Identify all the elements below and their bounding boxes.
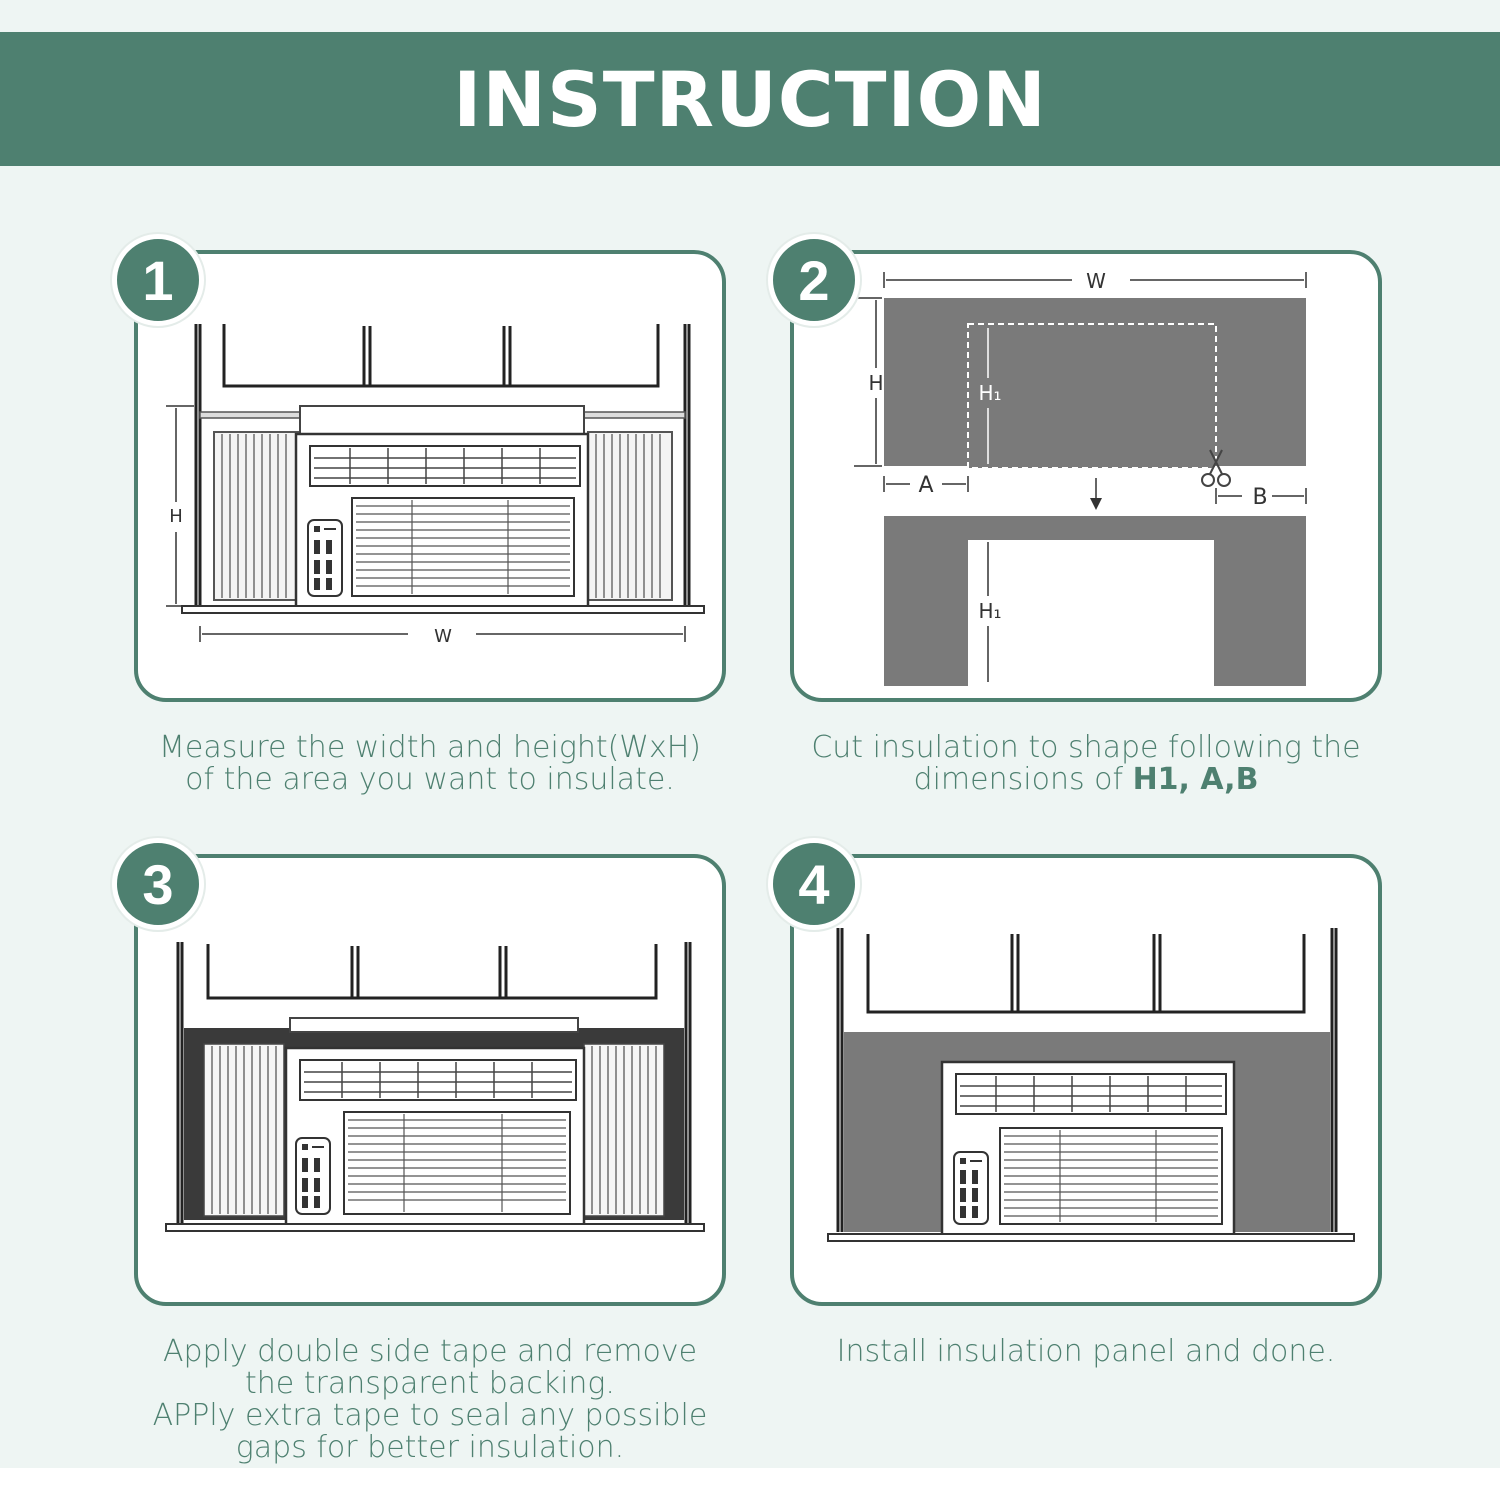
header-banner: INSTRUCTION	[0, 32, 1500, 166]
step-1-caption-line-1: Measure the width and height(WxH)	[159, 730, 701, 765]
step-1-badge: 1	[112, 234, 204, 326]
step-2-h1-label-bottom: H₁	[978, 599, 1001, 623]
step-2-h1-label-top: H₁	[978, 381, 1001, 405]
step-2-caption: Cut insulation to shape following the di…	[766, 732, 1406, 796]
step-2-caption-line-2: dimensions of	[913, 762, 1133, 797]
step-1-caption-line-2: of the area you want to insulate.	[185, 762, 675, 797]
step-4-caption: Install insulation panel and done.	[766, 1336, 1406, 1368]
step-4-caption-line-1: Install insulation panel and done.	[836, 1334, 1336, 1369]
step-4-illustration	[827, 928, 1355, 1242]
step-2-height-label: H	[868, 371, 883, 395]
step-2-width-label: W	[1086, 269, 1106, 293]
step-3-caption-line-4: gaps for better insulation.	[235, 1430, 625, 1465]
page-title: INSTRUCTION	[453, 54, 1047, 144]
step-2-caption-line-1: Cut insulation to shape following the	[811, 730, 1361, 765]
step-3-caption-line-3: APPly extra tape to seal any possible	[152, 1398, 708, 1433]
step-2-caption-bold: H1, A,B	[1132, 762, 1259, 797]
step-3-caption: Apply double side tape and remove the tr…	[110, 1336, 750, 1464]
step-1-caption: Measure the width and height(WxH) of the…	[110, 732, 750, 796]
step-2-illustration: W H H₁ A B H₁	[854, 269, 1307, 690]
step-3-badge: 3	[112, 838, 204, 930]
step-3-card	[134, 854, 726, 1306]
step-1-height-label: H	[169, 506, 183, 527]
step-1-illustration: H W	[166, 324, 705, 647]
step-4-badge: 4	[768, 838, 860, 930]
step-4-card	[790, 854, 1382, 1306]
step-2-badge: 2	[768, 234, 860, 326]
step-2-a-label: A	[918, 473, 933, 498]
step-2-b-label: B	[1252, 485, 1267, 510]
step-1-width-label: W	[434, 626, 452, 647]
step-3-caption-line-2: the transparent backing.	[245, 1366, 615, 1401]
step-3-illustration	[165, 942, 705, 1232]
step-2-card: W H H₁ A B H₁	[790, 250, 1382, 702]
step-3-caption-line-1: Apply double side tape and remove	[162, 1334, 698, 1369]
step-1-card: H W	[134, 250, 726, 702]
